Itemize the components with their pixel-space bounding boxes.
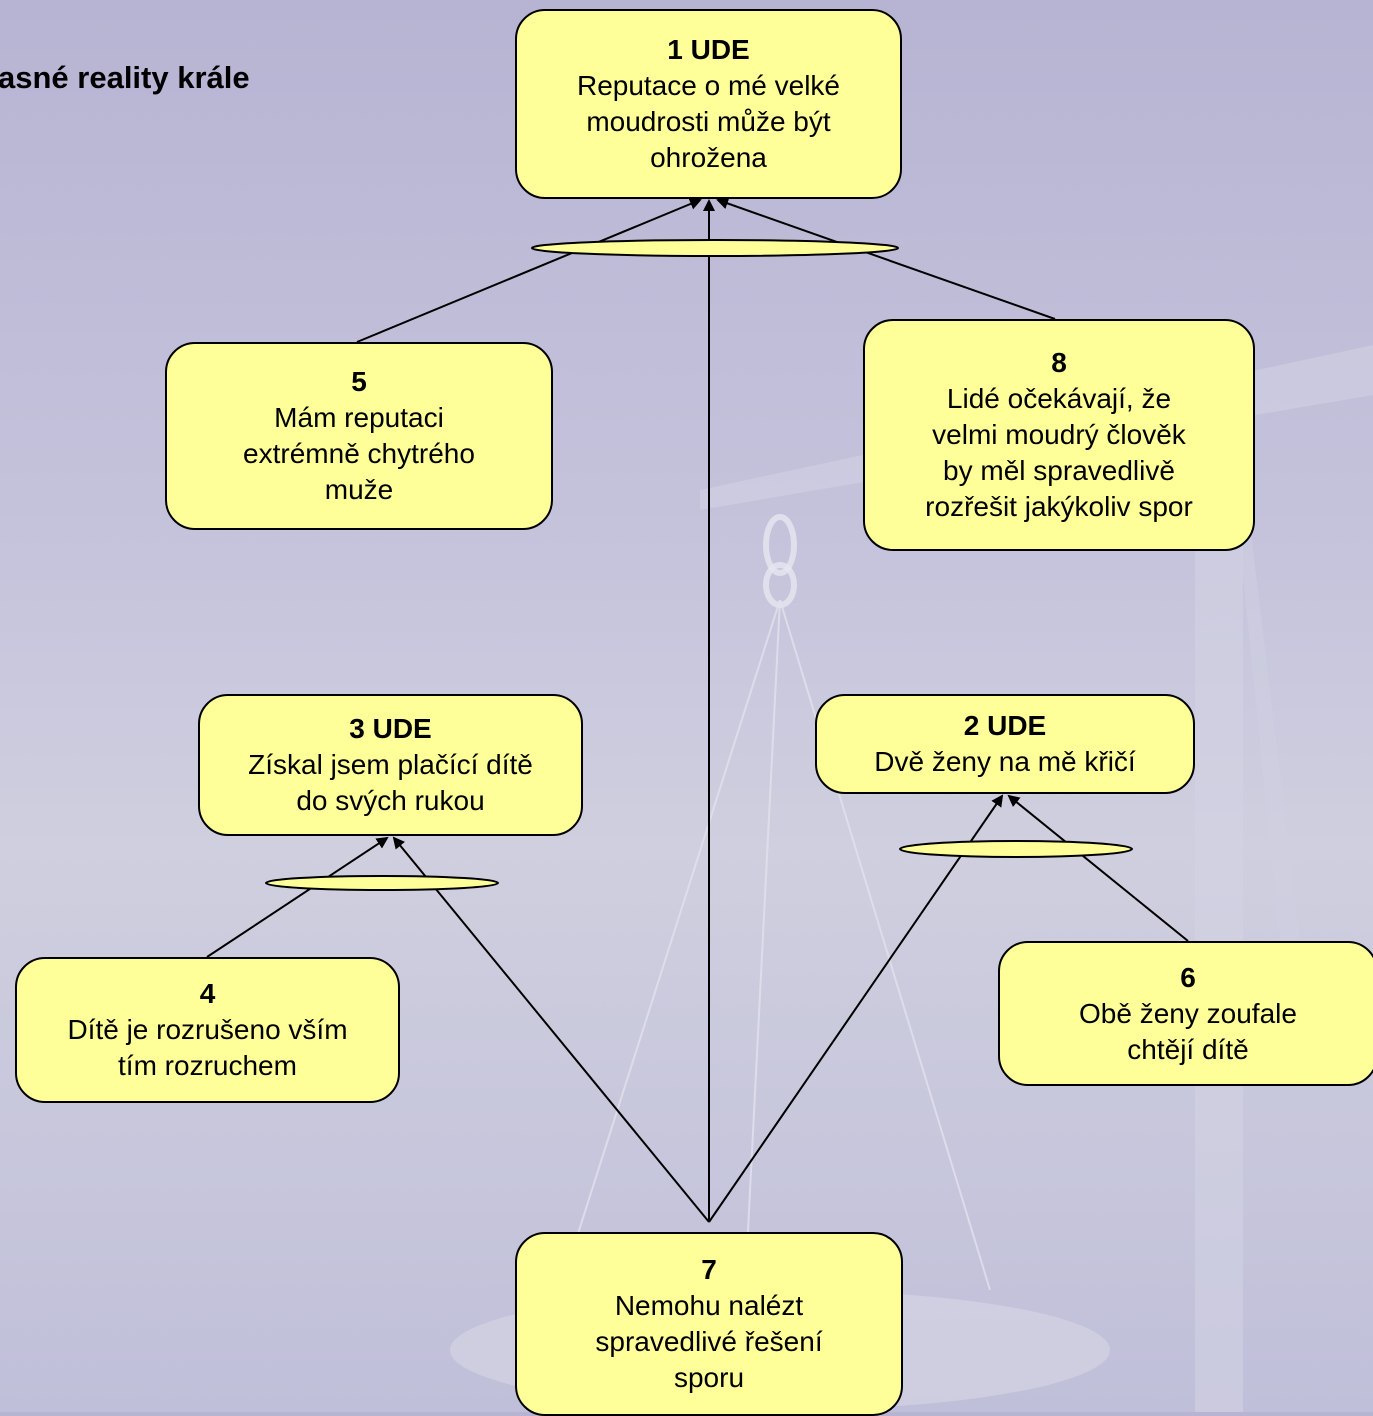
node-5: 5 Mám reputaci extrémně chytrého muže: [165, 342, 553, 530]
node-8: 8 Lidé očekávají, že velmi moudrý člověk…: [863, 319, 1255, 551]
node-6: 6 Obě ženy zoufale chtějí dítě: [998, 941, 1373, 1086]
edge-6-to-2: [1007, 794, 1189, 942]
node-number: 4: [199, 978, 216, 1009]
node-text: Získal jsem plačící dítě do svých rukou: [248, 749, 533, 816]
node-7: 7 Nemohu nalézt spravedlivé řešení sporu: [515, 1232, 903, 1416]
edge-4-to-3: [206, 836, 389, 958]
node-4: 4 Dítě je rozrušeno vším tím rozruchem: [15, 957, 400, 1103]
and-connector-ellipse: [265, 875, 499, 891]
node-1-ude: 1 UDE Reputace o mé velké moudrosti může…: [515, 9, 902, 199]
edge-5-to-1: [356, 198, 702, 343]
node-text: Nemohu nalézt spravedlivé řešení sporu: [595, 1290, 823, 1393]
page-title: asné reality krále: [0, 60, 250, 95]
edge-7-to-3: [392, 836, 710, 1223]
node-text: Dítě je rozrušeno vším tím rozruchem: [67, 1014, 348, 1081]
node-number: 8: [1051, 347, 1067, 378]
node-text: Obě ženy zoufale chtějí dítě: [1079, 997, 1297, 1065]
node-number: 3 UDE: [349, 713, 432, 744]
and-connector-ellipse: [899, 840, 1133, 858]
edge-8-to-1: [716, 197, 1056, 320]
node-number: 7: [701, 1254, 717, 1285]
and-connector-ellipse: [531, 239, 899, 257]
node-2-ude: 2 UDE Dvě ženy na mě křičí: [815, 694, 1195, 794]
node-text: Mám reputaci extrémně chytrého muže: [243, 402, 475, 505]
node-text: Lidé očekávají, že velmi moudrý člověk b…: [925, 383, 1193, 522]
node-3-ude: 3 UDE Získal jsem plačící dítě do svých …: [198, 694, 583, 836]
node-number: 5: [351, 366, 367, 397]
node-number: 1 UDE: [667, 34, 750, 65]
node-number: 6: [1180, 961, 1196, 993]
node-text: Reputace o mé velké moudrosti může být o…: [576, 70, 841, 173]
edge-7-to-2: [708, 794, 1004, 1223]
node-number: 2 UDE: [963, 710, 1047, 741]
node-text: Dvě ženy na mě křičí: [874, 746, 1136, 777]
